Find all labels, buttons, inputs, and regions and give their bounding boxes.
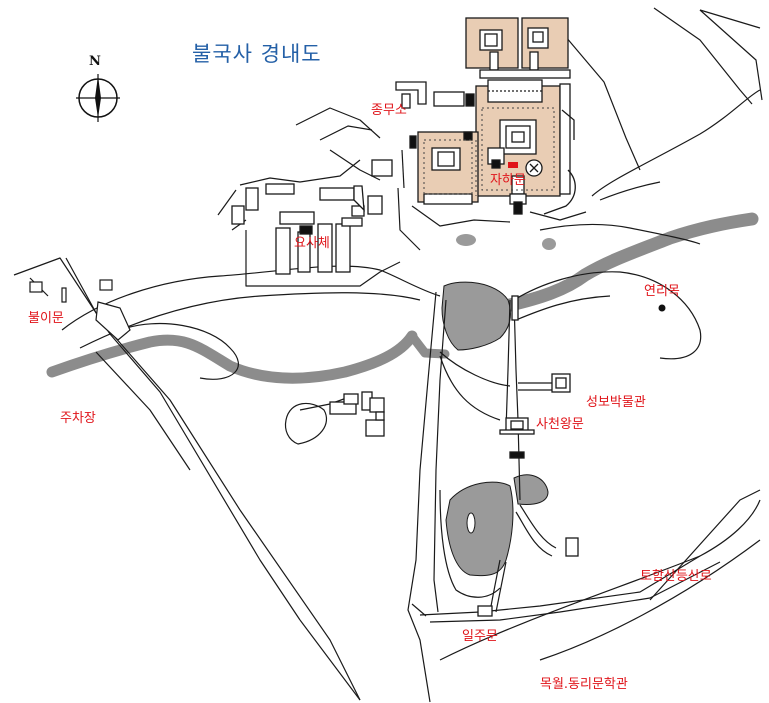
stream-center xyxy=(407,331,450,359)
pond-south-large xyxy=(445,481,514,577)
label-literature-hall: 목월.동리문학관 xyxy=(540,677,628,692)
label-sacheonwangmun: 사천왕문 xyxy=(536,417,584,432)
map-title: 불국사 경내도 xyxy=(192,42,322,66)
gate-structures xyxy=(329,295,579,617)
pond-north xyxy=(441,281,511,351)
jongmuso-building xyxy=(395,81,475,149)
yeonrimok-marker xyxy=(658,304,666,312)
yosache-buildings xyxy=(231,159,393,275)
pond-shadow-2 xyxy=(542,238,556,250)
paths xyxy=(13,7,763,703)
compass-north-letter: N xyxy=(89,54,101,69)
stream-west xyxy=(46,330,418,384)
label-parking: 주차장 xyxy=(60,411,96,426)
label-bulimun: 불이문 xyxy=(28,311,64,326)
stream-east xyxy=(503,212,759,312)
label-yeonrimok: 연리목 xyxy=(644,284,680,299)
label-jongmuso: 종무소 xyxy=(371,103,407,118)
pond-shadow xyxy=(456,234,476,246)
label-jahamun: 자하문 xyxy=(490,173,526,188)
pond-islet xyxy=(466,512,476,534)
pond-south-small xyxy=(513,474,549,505)
temple-compound xyxy=(417,17,576,215)
compass-rose xyxy=(76,74,120,122)
label-yosache: 요사체 xyxy=(294,236,330,251)
label-museum: 성보박물관 xyxy=(586,395,646,410)
bulimun-structures xyxy=(29,279,131,341)
ponds xyxy=(441,234,556,577)
iljumun-gate xyxy=(477,605,493,617)
stream xyxy=(46,212,759,384)
label-tohamsan-trail: 토함산등산로 xyxy=(640,569,712,584)
label-iljumun: 일주문 xyxy=(462,629,498,644)
